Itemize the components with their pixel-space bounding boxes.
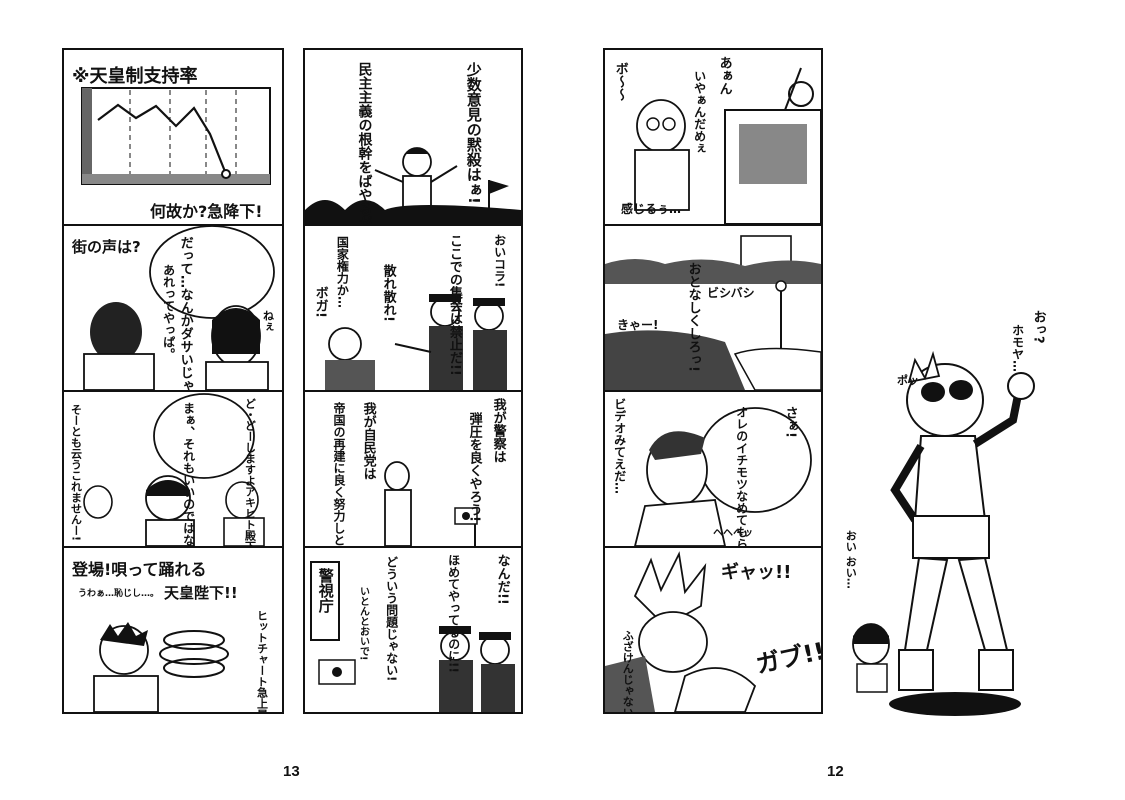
speech-art [305, 147, 521, 224]
side-yappa: あれってやっぱ。 [161, 264, 176, 360]
chart-caption: 何故か?急降下! [150, 202, 263, 221]
park-art [605, 235, 821, 390]
panel-keishicho: 警視庁 なんだ!! ほめてやってるのに!! どういう問題じゃない! いとんとおい… [305, 546, 521, 712]
panel-tenno-debut: 登場!唄って踊れる 天皇陛下!! うわぁ…恥じし…。 ヒットチャート急上昇!! [64, 546, 282, 712]
speech-mondai: どういう問題じゃない! [384, 556, 399, 682]
panel-speech-democracy: 少数意見の黙殺はぁ! 民主主義の根幹をばやるがしぃ! [305, 50, 521, 226]
ldp-art [384, 461, 478, 546]
speech-kokka: 国家権力か… [335, 236, 350, 308]
speech-shosu: 少数意見の黙殺はぁ! [464, 62, 483, 204]
page-13: ※天皇制支持率 何故か?急降下! 街の声は? [0, 0, 560, 800]
street-art [83, 225, 275, 390]
panel-bite: ギャッ!! ガブ!! ふざけんじゃないわよっ [605, 546, 821, 712]
ichimotsu-art [634, 407, 812, 546]
caption-street: 街の声は? [72, 238, 141, 256]
side-nee: ねぇ [261, 310, 275, 332]
police-art [325, 294, 507, 390]
speech-danatsu: 弾圧を良くやろう! [466, 412, 482, 522]
title-tenno: 天皇陛下!! [164, 584, 238, 602]
sfx-bishibashi: ビシバシ [707, 286, 755, 300]
sign-keishicho: 警視庁 [316, 568, 335, 613]
panel-police-disperse: おいコラ! ここでの集会は禁止だ!! 散れ散れ! 国家権力か… ボガ! [305, 224, 521, 392]
speech-oi-oi: おい おい… [844, 530, 858, 589]
speech-otonashiku: おとなしくしろっ! [685, 262, 701, 372]
strip-left: ※天皇制支持率 何故か?急降下! 街の声は? [62, 48, 284, 714]
panel-tv-watch: ボ〜〜 あぁん いやぁんだめぇ 感じるぅ… [605, 50, 821, 226]
sfx-gyaa: ギャッ!! [721, 562, 792, 583]
panel-akihito: まぁ、それもいいのではないですか。 ど・どーしますよアキヒト殿下 そーとも云うこ… [64, 390, 282, 548]
muscleman-art [852, 350, 1035, 716]
speech-oh: おっ? [1030, 310, 1046, 344]
panel-ichimotsu: ビデオみてえだ… さぁ! オレのイチモツなめてもらおうか… ヘヘヘッ [605, 390, 821, 548]
debut-art [93, 622, 229, 712]
bubble-maa: まぁ、それもいいのではないですか。 [181, 402, 196, 548]
sfx-po: ポッ [897, 374, 919, 387]
speech-saa: さぁ! [782, 406, 798, 438]
figure-muscleman: おっ? ホモヤ… ポッ おい おい… [835, 310, 1065, 720]
small-hazukashii: うわぁ…恥じし…。 [78, 589, 160, 599]
speech-fuzakenja: ふざけんじゃないわよっ [621, 630, 635, 712]
speech-keisatsu: 我が警察は [490, 398, 506, 463]
bite-art [605, 551, 757, 712]
speech-oikora: おいコラ! [492, 234, 507, 288]
panel-chart: ※天皇制支持率 何故か?急降下! [64, 50, 282, 226]
speech-homete: ほめてやってるのに!! [446, 554, 461, 673]
speech-kyaa: きゃー! [617, 318, 659, 332]
speech-chire: 散れ散れ! [380, 264, 396, 322]
speech-ichimotsu: オレのイチモツなめてもらおうか… [734, 406, 749, 548]
speech-minshu: 民主主義の根幹をばやるがしぃ! [356, 62, 373, 226]
side-doshimasu: ど・どーしますよアキヒト殿下 [243, 398, 257, 548]
side-sotomo: そーとも云うこれませんー! [69, 404, 83, 542]
speech-homoya: ホモヤ… [1010, 324, 1025, 372]
panel-street-voice: 街の声は? だって…なんかダサいじゃさまぁ あれってやっぱ。 ねぇ [64, 224, 282, 392]
tv-art [634, 67, 821, 224]
page-number-13: 13 [283, 763, 300, 780]
speech-nanda: なんだ!! [494, 554, 510, 605]
strip-page12: ボ〜〜 あぁん いやぁんだめぇ 感じるぅ… おとなしくしろっ! ビシバシ きゃー… [603, 48, 823, 714]
speech-kanjiru: 感じるぅ… [621, 202, 682, 216]
akihito-art [83, 393, 265, 546]
speech-teikoku: 帝国の再建に良く努力しとる! [332, 402, 346, 548]
speech-boo: ボ〜〜 [612, 62, 628, 101]
speech-video: ビデオみてえだ… [612, 398, 627, 494]
speech-jiminto: 我が自民党は [360, 402, 376, 480]
speech-kinshi: ここでの集会は禁止だ!! [446, 234, 462, 376]
side-hitchart: ヒットチャート急上昇!! [255, 610, 269, 712]
bubble-dasai: だって…なんかダサいじゃさまぁ [177, 236, 193, 392]
speech-iyaan: いやぁんだめぇ [692, 70, 707, 154]
speech-oide: いとんとおいで! [357, 586, 369, 661]
page-12: ボ〜〜 あぁん いやぁんだめぇ 感じるぅ… おとなしくしろっ! ビシバシ きゃー… [565, 0, 1125, 800]
strip-right: 少数意見の黙殺はぁ! 民主主義の根幹をばやるがしぃ! おいコラ! ここでの集会は… [303, 48, 523, 714]
sfx-boga: ボガ! [312, 286, 328, 318]
chart-title: ※天皇制支持率 [72, 66, 198, 87]
title-debut: 登場!唄って踊れる [72, 560, 207, 579]
sfx-hehehe: ヘヘヘッ [713, 528, 753, 539]
approval-chart [81, 87, 271, 185]
keishicho-art [310, 561, 515, 712]
panel-police-ldp: 我が警察は 弾圧を良くやろう! 我が自民党は 帝国の再建に良く努力しとる! [305, 390, 521, 548]
page-number-12: 12 [827, 763, 844, 780]
panel-park-attack: おとなしくしろっ! ビシバシ きゃー! [605, 224, 821, 392]
speech-aan: あぁん [716, 56, 732, 95]
